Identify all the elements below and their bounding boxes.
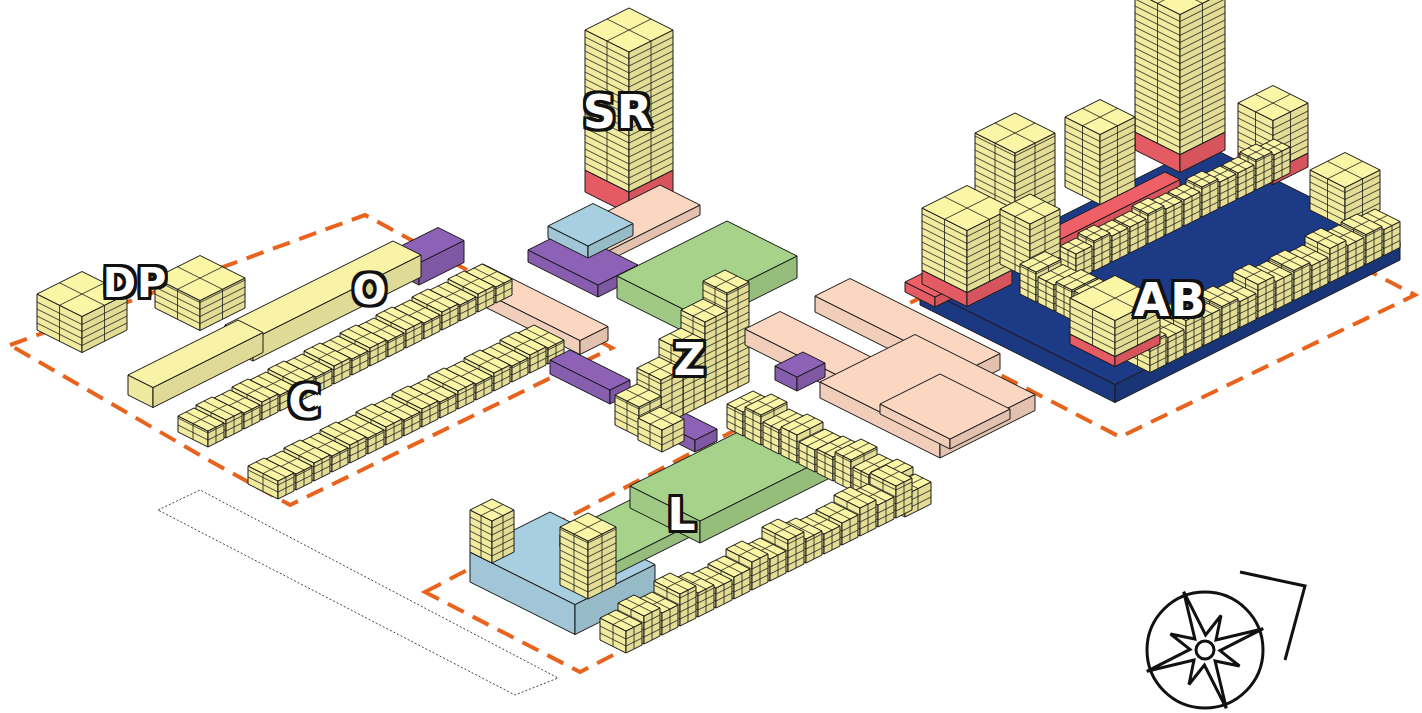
zone-outline: [425, 425, 905, 672]
building-block: [178, 408, 224, 447]
floor-lines: [560, 520, 616, 592]
zone-label: DP: [103, 263, 168, 303]
zone-outline: [10, 215, 612, 505]
building-block: [1065, 100, 1135, 205]
building-block: [1135, 0, 1225, 155]
floor-lines: [178, 412, 224, 443]
floor-lines: [922, 197, 1012, 286]
floor-lines: [1065, 108, 1135, 197]
compass-ring: [1147, 592, 1263, 708]
building-block: [600, 610, 642, 653]
block-top-face: [880, 374, 1010, 439]
block-top-face: [128, 320, 263, 388]
compass-centre: [1196, 641, 1214, 659]
zone-label: AB: [1134, 277, 1207, 323]
floor-lines: [1000, 202, 1060, 273]
compass-star: [1147, 592, 1263, 708]
building-block: [470, 499, 514, 563]
zone-label: O: [352, 270, 387, 310]
floor-lines: [638, 413, 684, 447]
building-block: [638, 407, 684, 452]
building-block: [560, 513, 616, 599]
floor-lines: [470, 505, 514, 558]
floor-lines: [600, 614, 642, 649]
building-block: [775, 352, 825, 391]
block-top-face: [550, 350, 630, 390]
floor-lines: [248, 462, 294, 495]
zone-label: C: [288, 380, 321, 424]
building-block: [922, 186, 1012, 293]
block-top-face: [775, 352, 825, 377]
block-top-face: [820, 335, 1035, 443]
floor-lines: [155, 267, 245, 324]
compass-rose: [1147, 572, 1305, 708]
building-block: [248, 458, 294, 499]
zone-label: Z: [674, 338, 707, 382]
zone-label: SR: [583, 89, 654, 135]
building-block: [880, 374, 1010, 449]
building-block: [155, 256, 245, 331]
floor-lines: [1238, 94, 1308, 163]
building-block: [820, 335, 1035, 459]
building-block: [548, 204, 633, 259]
north-marker: [1240, 572, 1305, 660]
floor-lines: [1135, 0, 1225, 148]
zone-label: L: [667, 493, 696, 537]
building-blocks: [37, 0, 1400, 653]
block-top-face: [548, 204, 633, 247]
